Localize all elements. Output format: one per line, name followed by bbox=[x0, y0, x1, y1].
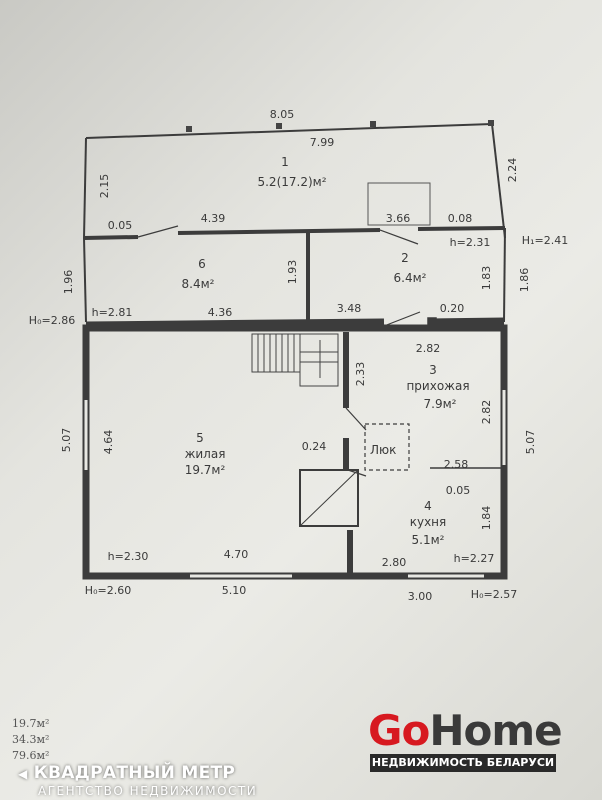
kvadratny-metr-name: КВАДРАТНЫЙ МЕТР bbox=[33, 763, 236, 783]
dim-258: 2.58 bbox=[444, 458, 469, 471]
room-5-name: жилая bbox=[185, 447, 226, 461]
room-5-area: 19.7м² bbox=[185, 463, 226, 477]
dim-183: 1.83 bbox=[480, 266, 493, 291]
gohome-subtitle: НЕДВИЖИМОСТЬ БЕЛАРУСИ bbox=[370, 754, 556, 772]
upper-wall bbox=[83, 225, 506, 245]
dim-008: 0.08 bbox=[448, 212, 473, 225]
height-286: H₀=2.86 bbox=[29, 314, 75, 327]
dim-300: 3.00 bbox=[408, 590, 433, 603]
height-231: h=2.31 bbox=[450, 236, 491, 249]
height-241: H₁=2.41 bbox=[522, 234, 568, 247]
room-2-number: 2 bbox=[401, 251, 409, 265]
height-230: h=2.30 bbox=[108, 550, 149, 563]
veranda-outline bbox=[83, 120, 506, 239]
room-6-area: 8.4м² bbox=[182, 277, 215, 291]
dim-005b: 0.05 bbox=[446, 484, 471, 497]
staircase bbox=[251, 333, 339, 387]
veranda-steps bbox=[367, 182, 431, 226]
post-marker bbox=[370, 121, 376, 127]
dim-348: 3.48 bbox=[337, 302, 362, 315]
living-area: 19.7м² bbox=[12, 717, 50, 730]
room-3-name: прихожая bbox=[406, 379, 469, 393]
dim-193: 1.93 bbox=[286, 260, 299, 285]
dim-005: 0.05 bbox=[108, 219, 133, 232]
room-4-area: 5.1м² bbox=[412, 533, 445, 547]
room-4-number: 4 bbox=[424, 499, 432, 513]
dim-top-total: 8.05 bbox=[270, 108, 295, 121]
area-summary: 19.7м² 34.3м² 79.6м² bbox=[12, 716, 49, 764]
dim-top-inner: 7.99 bbox=[310, 136, 335, 149]
room-1-area: 5.2(17.2)м² bbox=[257, 175, 326, 189]
height-260: H₀=2.60 bbox=[85, 584, 131, 597]
room-4-name: кухня bbox=[410, 515, 447, 529]
gohome-logo: GoHome bbox=[368, 706, 563, 755]
dim-507-right: 5.07 bbox=[524, 430, 537, 455]
dim-507-left: 5.07 bbox=[60, 428, 73, 453]
main-walls bbox=[82, 324, 508, 580]
dim-436: 4.36 bbox=[208, 306, 233, 319]
room-3-area: 7.9м² bbox=[424, 397, 457, 411]
dim-186: 1.86 bbox=[518, 268, 531, 293]
dim-right-top: 2.24 bbox=[506, 158, 519, 183]
kvadratny-metr-subtitle: АГЕНТСТВО НЕДВИЖИМОСТИ bbox=[38, 784, 258, 798]
dim-470: 4.70 bbox=[224, 548, 249, 561]
dim-280: 2.80 bbox=[382, 556, 407, 569]
hatch-label: Люк bbox=[370, 443, 396, 457]
gohome-go: Go bbox=[368, 706, 430, 755]
height-257: H₀=2.57 bbox=[471, 588, 517, 601]
gohome-home: Home bbox=[429, 706, 562, 755]
dim-233: 2.33 bbox=[354, 362, 367, 387]
dim-left-top: 2.15 bbox=[98, 174, 111, 199]
room-1-number: 1 bbox=[281, 155, 289, 169]
post-marker bbox=[488, 120, 494, 126]
useful-area: 34.3м² bbox=[12, 733, 50, 746]
dim-024: 0.24 bbox=[302, 440, 327, 453]
hatch-outline bbox=[364, 423, 410, 471]
room-5-number: 5 bbox=[196, 431, 204, 445]
dim-282v: 2.82 bbox=[480, 400, 493, 425]
kvadratny-metr-logo: ◀ КВАДРАТНЫЙ МЕТР bbox=[18, 763, 235, 783]
height-281: h=2.81 bbox=[92, 306, 133, 319]
dim-020: 0.20 bbox=[440, 302, 465, 315]
room-3-number: 3 bbox=[429, 363, 437, 377]
dim-464: 4.64 bbox=[102, 430, 115, 455]
dim-184: 1.84 bbox=[480, 506, 493, 531]
post-marker bbox=[276, 123, 282, 129]
dim-282h: 2.82 bbox=[416, 342, 441, 355]
dim-439: 4.39 bbox=[201, 212, 226, 225]
arrow-icon: ◀ bbox=[18, 767, 28, 781]
height-227: h=2.27 bbox=[454, 552, 495, 565]
room-2-area: 6.4м² bbox=[394, 271, 427, 285]
dim-510: 5.10 bbox=[222, 584, 247, 597]
dim-196: 1.96 bbox=[62, 270, 75, 295]
total-area: 79.6м² bbox=[12, 749, 50, 762]
room-6-number: 6 bbox=[198, 257, 206, 271]
dim-366: 3.66 bbox=[386, 212, 411, 225]
stove bbox=[299, 469, 359, 527]
post-marker bbox=[186, 126, 192, 132]
